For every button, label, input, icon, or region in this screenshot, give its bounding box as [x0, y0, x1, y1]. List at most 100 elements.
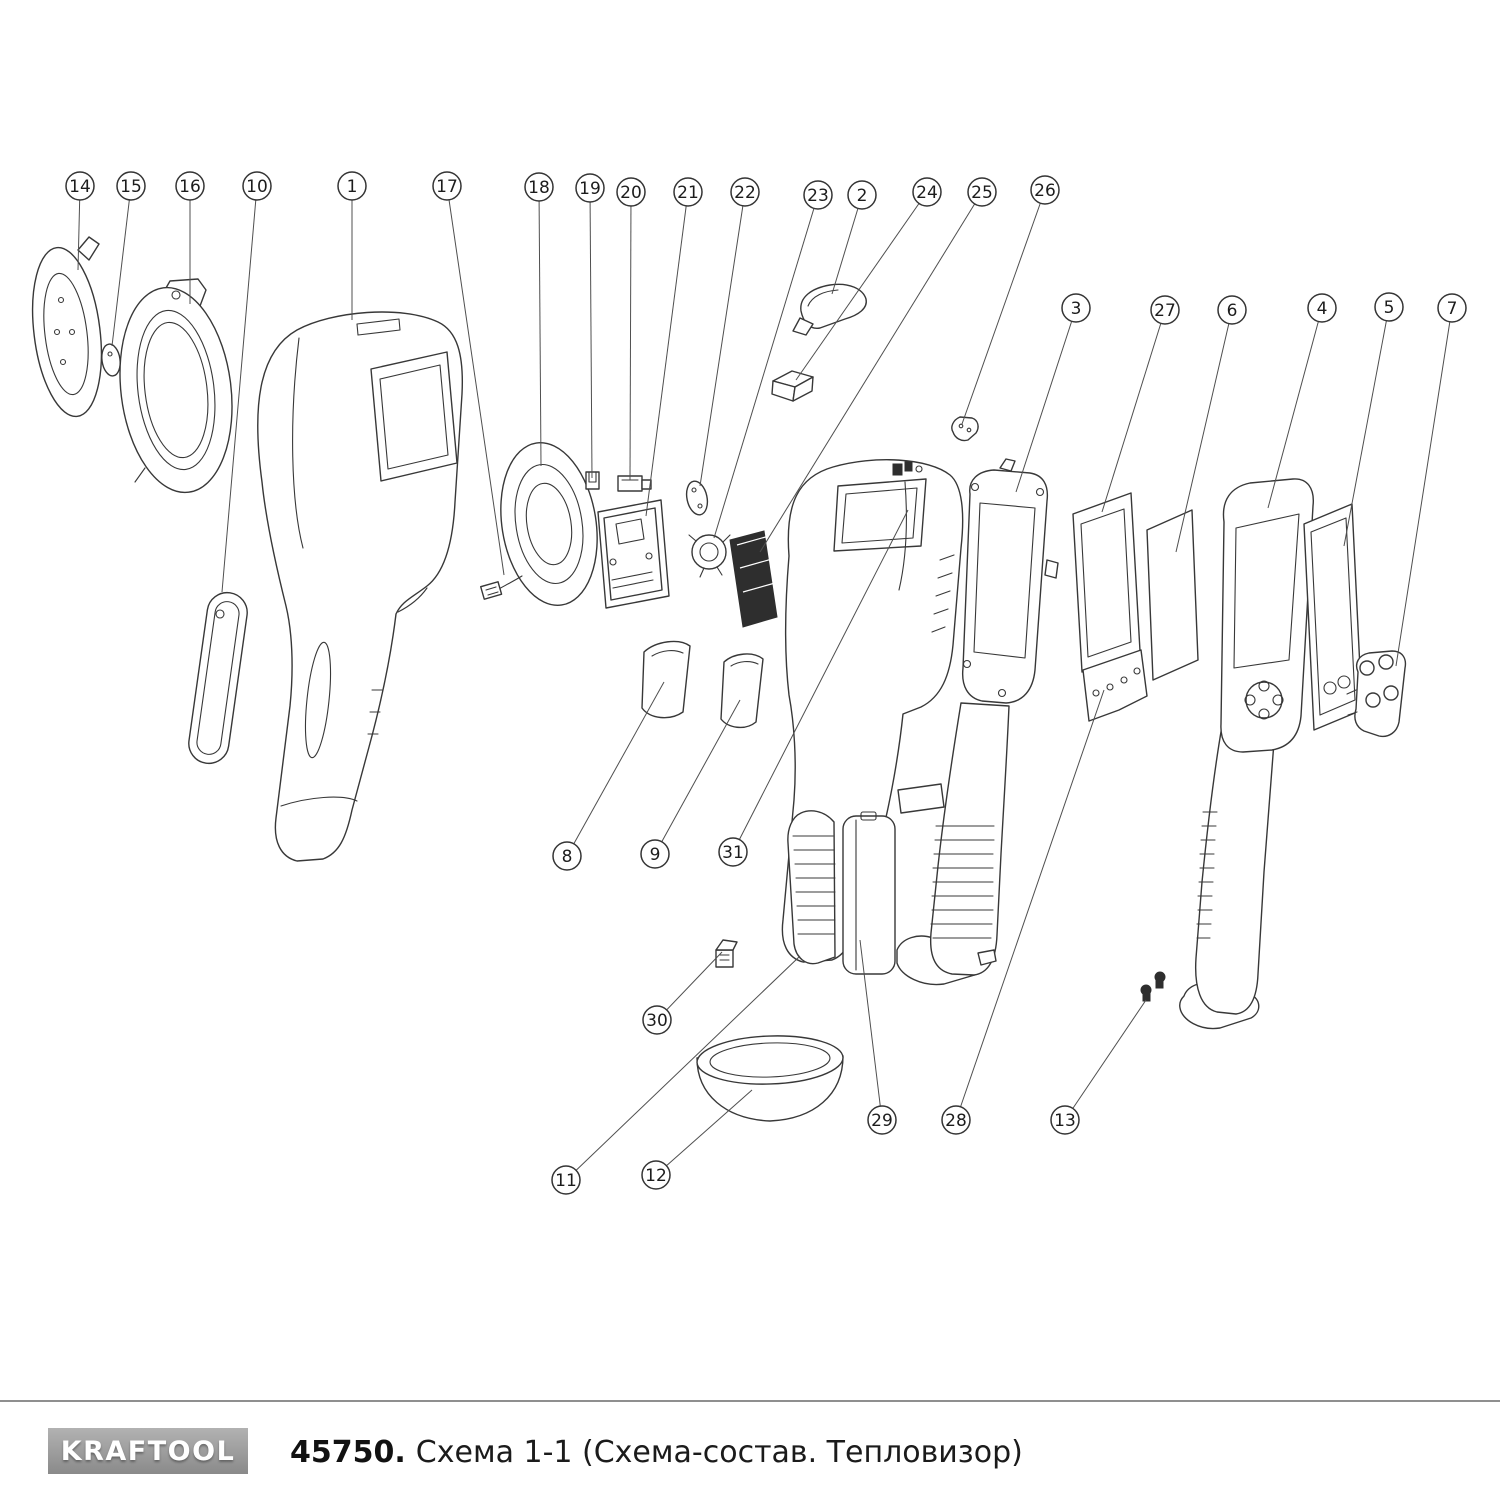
callout-circle-30: [642, 1005, 672, 1035]
callout-26: 26: [961, 175, 1060, 425]
callout-29: 29: [859, 939, 897, 1135]
leader-line-17: [446, 185, 505, 576]
callout-22: 22: [699, 177, 760, 487]
callout-15: 15: [111, 171, 146, 347]
callout-number-7: 7: [1447, 299, 1458, 319]
callout-number-27: 27: [1154, 301, 1176, 321]
leader-line-28: [955, 689, 1105, 1121]
leader-line-11: [565, 955, 801, 1181]
leader-line-22: [699, 191, 746, 487]
callout-number-4: 4: [1317, 299, 1328, 319]
callout-circle-3: [1061, 293, 1091, 323]
callout-number-18: 18: [528, 178, 550, 198]
part-battery-rail: [787, 810, 836, 965]
callout-number-25: 25: [971, 183, 993, 203]
part-front-housing: [257, 311, 464, 862]
leader-line-20: [629, 191, 632, 481]
callout-10: 10: [221, 171, 272, 593]
leader-line-19: [589, 187, 593, 479]
leader-line-3: [1015, 307, 1077, 493]
callout-9: 9: [640, 699, 741, 869]
part-screws: [1140, 971, 1166, 1002]
callout-circle-1: [337, 171, 367, 201]
part-lens-mount: [688, 534, 731, 578]
callout-circle-4: [1307, 293, 1337, 323]
leader-line-10: [221, 185, 258, 593]
part-connector-block: [771, 370, 814, 402]
callout-number-15: 15: [120, 177, 142, 197]
callout-25: 25: [759, 177, 997, 553]
callout-circle-25: [967, 177, 997, 207]
part-lens-barrel: [500, 441, 598, 607]
callout-11: 11: [551, 955, 801, 1195]
callout-17: 17: [432, 171, 505, 576]
callout-number-24: 24: [916, 183, 938, 203]
callout-circle-8: [552, 841, 582, 871]
leader-line-12: [655, 1089, 753, 1176]
part-trigger-cover: [792, 283, 867, 336]
callout-circle-28: [941, 1105, 971, 1135]
callout-circle-10: [242, 171, 272, 201]
callout-20: 20: [616, 177, 646, 481]
callout-circle-19: [575, 173, 605, 203]
part-battery-cover: [696, 1035, 844, 1122]
part-flex-cable: [479, 575, 523, 600]
leader-line-21: [645, 191, 689, 517]
callout-7: 7: [1395, 293, 1467, 667]
callout-circle-31: [718, 837, 748, 867]
part-rear-grip: [896, 702, 1010, 986]
callout-circle-5: [1374, 292, 1404, 322]
leader-line-27: [1101, 309, 1166, 513]
callout-number-21: 21: [677, 183, 699, 203]
callout-number-6: 6: [1227, 301, 1238, 321]
callout-2: 2: [831, 180, 877, 295]
callout-circle-24: [912, 177, 942, 207]
callout-circle-18: [524, 172, 554, 202]
part-pad-left: [641, 640, 691, 719]
part-lens-gasket: [101, 343, 121, 377]
doc-title: 45750. Схема 1-1 (Схема-состав. Тепловиз…: [290, 1432, 1023, 1472]
callout-number-23: 23: [807, 186, 829, 206]
callout-number-13: 13: [1054, 1111, 1076, 1131]
callout-circle-27: [1150, 295, 1180, 325]
callout-27: 27: [1101, 295, 1180, 513]
leader-line-7: [1395, 307, 1453, 667]
callout-4: 4: [1267, 293, 1337, 509]
callout-number-16: 16: [179, 177, 201, 197]
leader-line-4: [1267, 307, 1323, 509]
callout-number-9: 9: [650, 845, 661, 865]
callout-circle-17: [432, 171, 462, 201]
part-keypad: [1346, 650, 1407, 738]
part-battery: [842, 811, 896, 975]
leader-line-23: [713, 194, 819, 539]
callout-circle-2: [847, 180, 877, 210]
part-clip-small: [585, 471, 600, 490]
exploded-view: 1415161011718192021222322425263276457893…: [31, 171, 1467, 1195]
callout-circle-20: [616, 177, 646, 207]
leader-line-15: [111, 185, 132, 347]
callout-number-28: 28: [945, 1111, 967, 1131]
callout-circle-6: [1217, 295, 1247, 325]
part-screen-window: [1303, 503, 1363, 731]
part-back-cover: [1179, 478, 1314, 1030]
callout-1: 1: [337, 171, 367, 320]
leader-line-9: [654, 699, 741, 855]
leader-line-31: [732, 509, 909, 853]
callout-number-10: 10: [246, 177, 268, 197]
callout-circle-26: [1030, 175, 1060, 205]
callout-21: 21: [645, 177, 703, 517]
doc-name: Схема 1-1 (Схема-состав. Тепловизор): [415, 1434, 1023, 1470]
part-pcb: [597, 499, 670, 609]
callout-circle-22: [730, 177, 760, 207]
part-seal: [951, 416, 979, 442]
callout-circle-21: [673, 177, 703, 207]
part-grommet: [685, 480, 709, 516]
callout-5: 5: [1343, 292, 1404, 547]
part-pad-right: [720, 653, 764, 729]
part-lens-cap: [31, 236, 103, 418]
part-bracket: [617, 475, 652, 492]
callout-number-17: 17: [436, 177, 458, 197]
callout-circle-14: [65, 171, 95, 201]
leader-line-2: [831, 194, 863, 295]
